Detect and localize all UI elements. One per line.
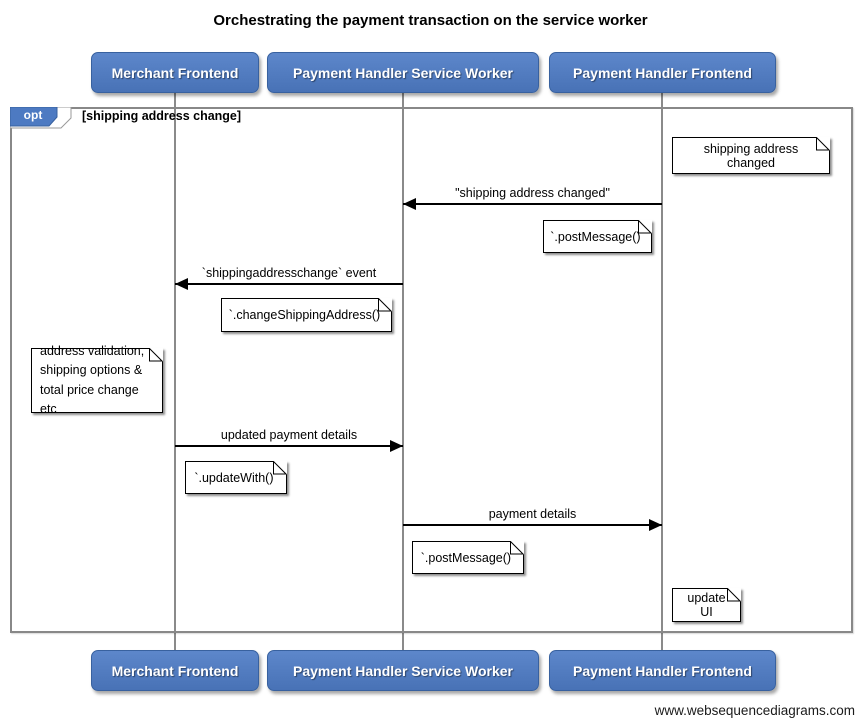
actor-label: Payment Handler Frontend: [573, 662, 752, 679]
message-line: [175, 283, 403, 285]
note-fold-icon: [727, 588, 741, 602]
message-label-shipping-address-changed: "shipping address changed": [455, 186, 610, 200]
note-fold-icon: [816, 137, 830, 151]
opt-operator-label: opt: [23, 108, 43, 122]
note-update-ui: update UI: [672, 588, 741, 622]
note-updatewith: `.updateWith()`: [185, 461, 287, 494]
lifeline-payment-handler-service-worker: [402, 93, 404, 650]
note-fold-icon: [378, 298, 392, 312]
lifeline-merchant-frontend: [174, 93, 176, 650]
note-fold-icon: [510, 541, 524, 555]
actor-bottom-merchant-frontend: Merchant Frontend: [91, 650, 259, 691]
lifeline-payment-handler-frontend: [661, 93, 663, 650]
watermark: www.websequencediagrams.com: [654, 703, 855, 718]
note-text: `.postMessage()`: [550, 229, 645, 244]
opt-guard-condition: [shipping address change]: [82, 109, 242, 123]
note-shipping-address-changed: shipping address changed: [672, 137, 830, 174]
note-address-validation: address validation, shipping options & t…: [31, 344, 163, 416]
actor-label: Payment Handler Service Worker: [293, 662, 513, 679]
diagram-title: Orchestrating the payment transaction on…: [213, 12, 648, 29]
actor-label: Payment Handler Frontend: [573, 64, 752, 81]
note-fold-icon: [638, 220, 652, 234]
message-label-payment-details: payment details: [488, 507, 577, 521]
message-line: [175, 445, 403, 447]
actor-label: Merchant Frontend: [111, 662, 239, 679]
actor-top-payment-handler-frontend: Payment Handler Frontend: [549, 52, 776, 93]
opt-fragment-frame: [10, 107, 853, 633]
note-text: address validation, shipping options & t…: [40, 343, 145, 416]
note-fold-icon: [149, 348, 163, 362]
arrowhead-right-icon: [649, 519, 662, 531]
message-line: [403, 524, 662, 526]
arrowhead-left-icon: [175, 278, 188, 290]
note-text: `.changeShippingAddress()`: [228, 308, 385, 322]
actor-top-payment-handler-service-worker: Payment Handler Service Worker: [267, 52, 539, 93]
opt-fragment-tab: [10, 107, 72, 129]
note-changeshippingaddress: `.changeShippingAddress()`: [221, 298, 392, 332]
actor-label: Payment Handler Service Worker: [293, 64, 513, 81]
note-text: `.postMessage()`: [420, 550, 516, 565]
arrowhead-left-icon: [403, 198, 416, 210]
actor-bottom-payment-handler-service-worker: Payment Handler Service Worker: [267, 650, 539, 691]
message-line: [403, 203, 662, 205]
note-text: shipping address changed: [703, 141, 799, 170]
note-fold-icon: [273, 461, 287, 475]
arrowhead-right-icon: [390, 440, 403, 452]
note-postmessage-1: `.postMessage()`: [543, 220, 652, 253]
actor-label: Merchant Frontend: [111, 64, 239, 81]
message-label-updated-payment-details: updated payment details: [220, 428, 358, 442]
actor-top-merchant-frontend: Merchant Frontend: [91, 52, 259, 93]
actor-bottom-payment-handler-frontend: Payment Handler Frontend: [549, 650, 776, 691]
note-text: update UI: [687, 591, 726, 619]
note-text: `.updateWith()`: [194, 470, 278, 485]
note-postmessage-2: `.postMessage()`: [412, 541, 524, 574]
message-label-shippingaddresschange-event: `shippingaddresschange` event: [201, 266, 377, 280]
